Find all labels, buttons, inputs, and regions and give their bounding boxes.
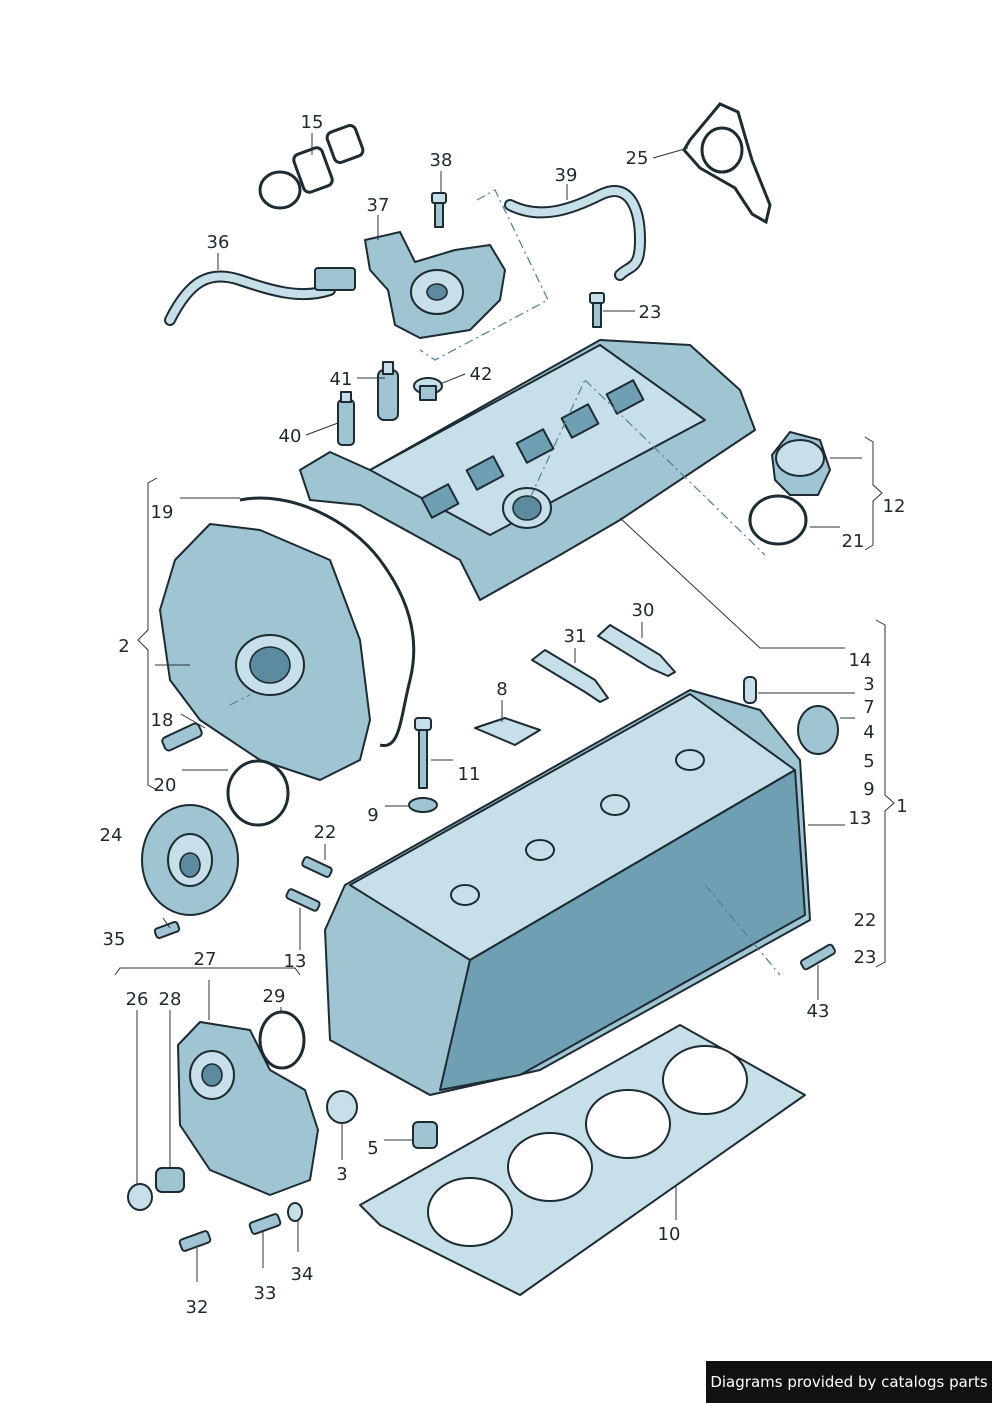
alignment-lines — [229, 189, 781, 976]
label-34: 34 — [291, 1264, 314, 1285]
pin-3 — [743, 676, 757, 704]
gear-4 — [797, 705, 839, 755]
cylinder-bores — [427, 1045, 748, 1247]
stud-43 — [800, 943, 836, 971]
plug-5 — [412, 1121, 438, 1149]
pressure-valve-37 — [364, 231, 506, 339]
stud-13 — [285, 888, 321, 912]
label-14: 14 — [849, 650, 872, 671]
leader-lines — [114, 133, 862, 1282]
label-9-right: 9 — [863, 779, 874, 800]
cap-26 — [127, 1183, 153, 1211]
label-1: 1 — [896, 796, 907, 817]
breather-hose-39 — [504, 185, 647, 281]
label-35: 35 — [103, 929, 126, 950]
label-21: 21 — [842, 531, 865, 552]
bolt-33 — [248, 1213, 282, 1235]
label-43: 43 — [807, 1001, 830, 1022]
label-41: 41 — [330, 369, 353, 390]
label-8: 8 — [496, 679, 507, 700]
label-39: 39 — [555, 165, 578, 186]
label-38: 38 — [430, 150, 453, 171]
group-braces — [137, 436, 895, 968]
pulley-24 — [141, 804, 239, 916]
adjuster-housing-27 — [177, 1021, 319, 1196]
part-labels: 15 38 39 25 37 36 23 42 41 40 12 19 21 3… — [100, 112, 908, 1318]
watermark-banner: Diagrams provided by catalogs parts — [706, 1361, 992, 1403]
plug-42 — [413, 377, 443, 401]
valve-ports — [450, 749, 705, 906]
label-18: 18 — [151, 710, 174, 731]
label-26: 26 — [126, 989, 149, 1010]
seal-21 — [748, 494, 808, 546]
label-28: 28 — [159, 989, 182, 1010]
label-11: 11 — [458, 764, 481, 785]
timing-cover-2 — [159, 523, 371, 781]
filler-cap-12 — [771, 431, 831, 496]
label-20: 20 — [154, 775, 177, 796]
cap-3 — [326, 1090, 358, 1124]
label-42: 42 — [470, 364, 493, 385]
label-2: 2 — [118, 636, 129, 657]
label-23-top: 23 — [639, 302, 662, 323]
cylinder-head-1 — [324, 689, 811, 1096]
bolt-38 — [431, 192, 447, 228]
label-30: 30 — [632, 600, 655, 621]
washer-34 — [287, 1202, 303, 1222]
label-5-right: 5 — [863, 751, 874, 772]
seal-20 — [226, 759, 290, 827]
sensor-40 — [337, 391, 355, 446]
label-22-left: 22 — [314, 822, 337, 843]
label-15: 15 — [301, 112, 324, 133]
washer-9 — [408, 797, 438, 813]
cover-ports — [420, 379, 645, 519]
head-gasket-10 — [359, 1024, 806, 1296]
label-7: 7 — [863, 697, 874, 718]
label-9-left: 9 — [367, 805, 378, 826]
label-4: 4 — [863, 722, 874, 743]
label-40: 40 — [279, 426, 302, 447]
label-37: 37 — [367, 195, 390, 216]
label-27: 27 — [194, 949, 217, 970]
bolt-32 — [178, 1230, 212, 1252]
label-3-right: 3 — [863, 674, 874, 695]
stud-22 — [301, 856, 333, 878]
label-23-right: 23 — [854, 947, 877, 968]
label-19: 19 — [151, 502, 174, 523]
label-32: 32 — [186, 1297, 209, 1318]
breather-hose-36 — [164, 267, 356, 326]
label-10: 10 — [658, 1224, 681, 1245]
label-31: 31 — [564, 626, 587, 647]
label-25: 25 — [626, 148, 649, 169]
label-24: 24 — [100, 825, 123, 846]
sensor-41 — [377, 361, 399, 421]
bolt-18 — [161, 722, 203, 752]
label-5-left: 5 — [367, 1138, 378, 1159]
cap-28 — [155, 1167, 185, 1193]
label-13-left: 13 — [284, 951, 307, 972]
label-36: 36 — [207, 232, 230, 253]
label-3-left: 3 — [336, 1164, 347, 1185]
plate-8 — [474, 717, 541, 746]
label-12: 12 — [883, 496, 906, 517]
seal-29 — [258, 1010, 306, 1070]
label-13-right: 13 — [849, 808, 872, 829]
gasket-set-15 — [258, 124, 365, 210]
head-bolt-11 — [414, 717, 432, 789]
cylinder-head-cover-14 — [299, 339, 756, 601]
sealant-tube-30 — [597, 624, 676, 677]
bolt-35 — [153, 921, 181, 939]
label-22-right: 22 — [854, 910, 877, 931]
sealant-tube-31 — [531, 649, 609, 703]
bolt-23 — [589, 292, 605, 328]
label-33: 33 — [254, 1283, 277, 1304]
flange-gasket-25 — [682, 102, 772, 225]
cover-gasket-19 — [239, 496, 416, 747]
label-29: 29 — [263, 986, 286, 1007]
